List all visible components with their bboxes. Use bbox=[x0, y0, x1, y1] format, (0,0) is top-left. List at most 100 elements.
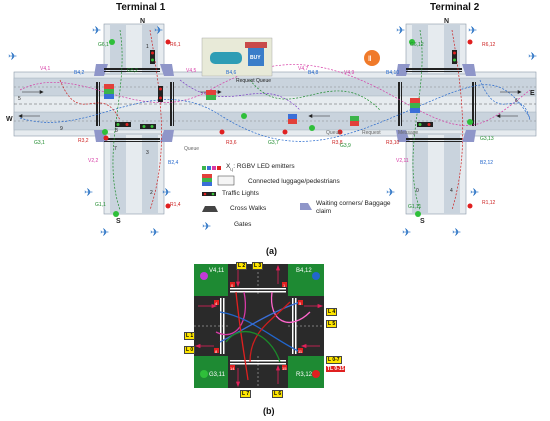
t1-north-lane-left bbox=[110, 24, 126, 74]
lane-number: 0 bbox=[416, 188, 419, 194]
label-r310: R3,10 bbox=[386, 140, 400, 146]
tag-l2: L 2 bbox=[236, 262, 248, 270]
legend-waiting: Waiting corners/ Baggage claim bbox=[316, 200, 391, 215]
legend-traffic: Traffic Lights bbox=[222, 190, 259, 197]
intersection-detail bbox=[194, 264, 324, 388]
label-g39: G3,9 bbox=[340, 143, 351, 149]
label-v211: V2,11 bbox=[396, 158, 409, 164]
legend-graphics: ✈ bbox=[202, 166, 312, 233]
t1-south-lane-right bbox=[142, 134, 158, 214]
label-r14: R1,4 bbox=[170, 202, 181, 208]
turning-paths bbox=[215, 291, 311, 381]
label-south-1: S bbox=[116, 218, 121, 225]
t2-north-lane-left bbox=[412, 24, 428, 74]
red-emitter-icon bbox=[312, 370, 320, 378]
waiting-corner bbox=[396, 64, 410, 76]
node-number: 11 bbox=[298, 349, 303, 354]
pause-badge-icon bbox=[364, 50, 380, 66]
legend-luggage: Connected luggage/pedestrians bbox=[248, 178, 340, 185]
waiting-corner bbox=[462, 64, 476, 76]
svg-text:✈: ✈ bbox=[8, 51, 17, 63]
store-screen bbox=[210, 52, 242, 64]
lane-number: 8 bbox=[115, 128, 118, 134]
label-b48: B4,8 bbox=[308, 70, 319, 76]
svg-text:✈: ✈ bbox=[452, 227, 461, 239]
node-number: 1 bbox=[283, 283, 286, 288]
tag-l7: L 7 bbox=[240, 390, 252, 398]
label-g31: G3,1 bbox=[34, 140, 45, 146]
svg-text:✈: ✈ bbox=[150, 227, 159, 239]
waiting-corner bbox=[160, 130, 174, 142]
legend-emitters-x: X bbox=[226, 163, 231, 170]
label-g61: G6,1 bbox=[98, 42, 109, 48]
waiting-corner bbox=[462, 130, 476, 142]
label-r112: R1,12 bbox=[482, 200, 496, 206]
direction-arrows bbox=[194, 264, 324, 388]
lane-number: 4 bbox=[450, 188, 453, 194]
node-number: 5 bbox=[299, 301, 302, 306]
label-north-1: N bbox=[140, 18, 146, 25]
svg-text:✈: ✈ bbox=[202, 221, 211, 233]
label-b412: B4,12 bbox=[296, 268, 312, 274]
label-g37: G3,7 bbox=[268, 140, 279, 146]
svg-text:✈: ✈ bbox=[92, 25, 101, 37]
label-g612: G6,12 bbox=[410, 42, 424, 48]
red-light-markers bbox=[103, 39, 473, 209]
luggage-stack bbox=[104, 84, 420, 126]
label-v22: V2,2 bbox=[88, 158, 99, 164]
node-number: 8 bbox=[215, 349, 218, 354]
label-queue-mid: Queue bbox=[326, 130, 342, 136]
label-queue-top: Queue bbox=[256, 78, 272, 84]
traffic-light-nodes bbox=[214, 282, 303, 370]
legend-emitters-text: : RGBV LED emitters bbox=[233, 163, 295, 170]
legend-emitters: Xi,j: RGBV LED emitters bbox=[226, 163, 295, 171]
svg-text:✈: ✈ bbox=[84, 187, 93, 199]
diagram-b: V4,11 B4,12 G3,11 R3,12 L 2 L 3 L 4 L 5 … bbox=[0, 262, 550, 421]
lane-number: 7 bbox=[114, 146, 117, 152]
traffic-lights bbox=[115, 50, 457, 129]
t2-south-lane-right bbox=[444, 134, 460, 214]
svg-text:✈: ✈ bbox=[396, 25, 405, 37]
label-g52: G5,2 bbox=[127, 68, 138, 74]
label-north-2: N bbox=[444, 18, 450, 25]
t2-south-lane-left bbox=[412, 134, 428, 214]
green-emitter-icon bbox=[200, 370, 208, 378]
label-r32: R3,2 bbox=[78, 138, 89, 144]
store-door bbox=[248, 48, 264, 66]
green-light-markers bbox=[102, 39, 473, 217]
label-v47: V4,7 bbox=[298, 66, 309, 72]
tag-l4: L 4 bbox=[326, 308, 338, 316]
lane-number: 3 bbox=[146, 150, 149, 156]
svg-text:✈: ✈ bbox=[386, 187, 395, 199]
node-number: 14 bbox=[230, 366, 235, 371]
terminal-1-title: Terminal 1 bbox=[116, 2, 166, 13]
svg-text:✈: ✈ bbox=[100, 227, 109, 239]
caption-b: (b) bbox=[263, 406, 275, 416]
label-v45: V4,5 bbox=[186, 68, 197, 74]
store-awning bbox=[245, 42, 267, 48]
svg-text:✈: ✈ bbox=[470, 187, 479, 199]
lane-number: 5 bbox=[18, 96, 21, 102]
label-south-2: S bbox=[420, 218, 425, 225]
label-g11: G1,1 bbox=[95, 202, 106, 208]
label-queue-left: Queue bbox=[184, 146, 200, 152]
label-b212: B2,12 bbox=[480, 160, 494, 166]
label-b46: B4,6 bbox=[226, 70, 237, 76]
airplane-icon: ✈✈ ✈✈ ✈✈ ✈✈ ✈✈ ✈✈ ✈✈ bbox=[8, 25, 537, 239]
crosswalk bbox=[96, 68, 174, 142]
violet-emitter-icon bbox=[200, 272, 208, 280]
label-r38: R3,8 bbox=[332, 140, 343, 146]
svg-text:✈: ✈ bbox=[468, 25, 477, 37]
label-r612: R6,12 bbox=[482, 42, 496, 48]
label-v41: V4,1 bbox=[40, 66, 51, 72]
label-r61: R6,1 bbox=[170, 42, 181, 48]
lane-number: 6 bbox=[515, 98, 518, 104]
tag-l0: L 0 bbox=[184, 346, 196, 354]
legend-emitters-sub: i,j bbox=[230, 166, 234, 172]
svg-text:✈: ✈ bbox=[162, 187, 171, 199]
t1-south-lane-left bbox=[110, 134, 126, 214]
blue-emitter-icon bbox=[312, 272, 320, 280]
lane-number: 2 bbox=[150, 190, 153, 196]
node-number: 15 bbox=[282, 366, 287, 371]
node-number: 0 bbox=[231, 283, 234, 288]
